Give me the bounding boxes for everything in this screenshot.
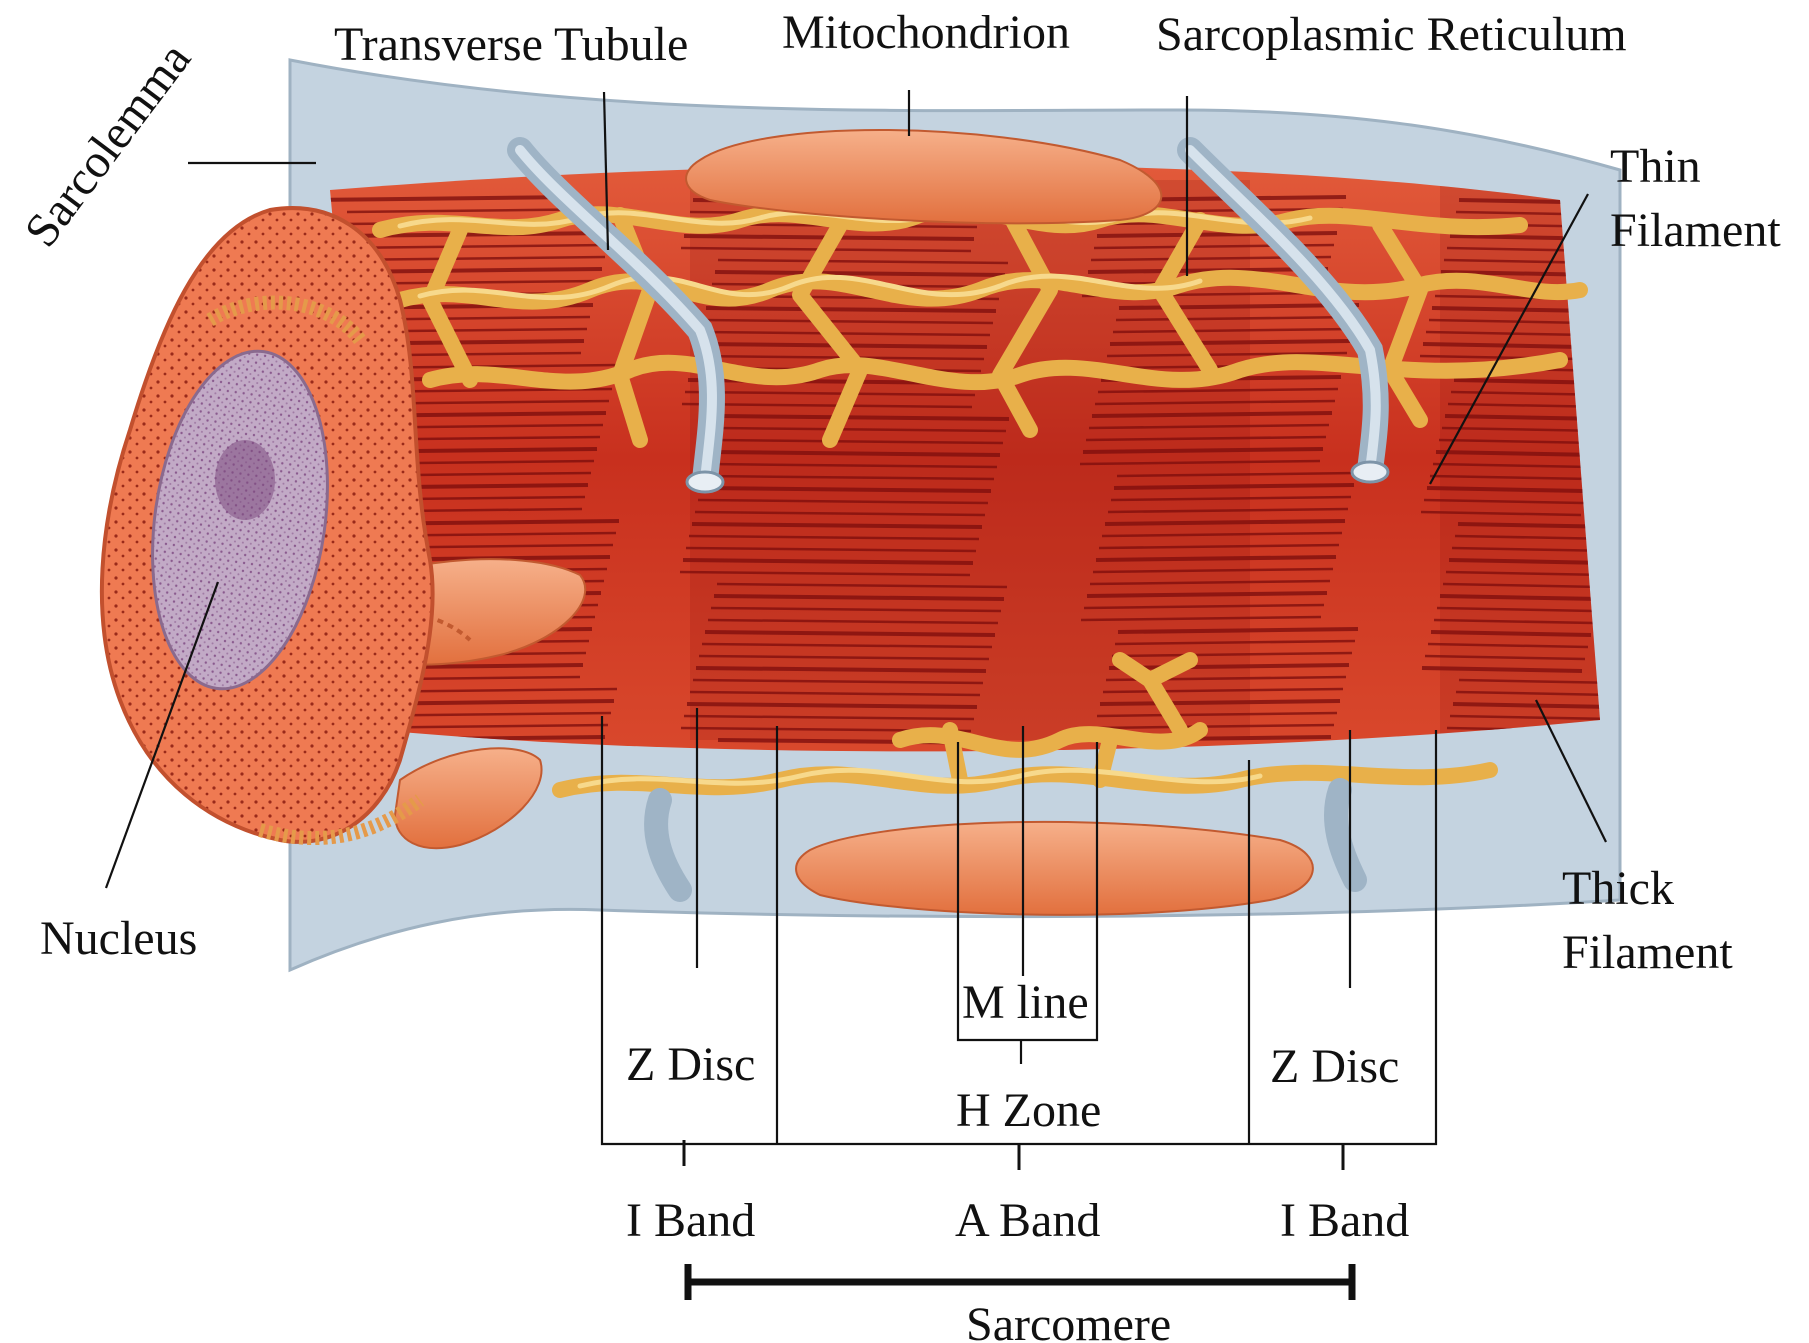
t-tubule-opening-left: [687, 472, 723, 492]
t-tubule-opening-right: [1352, 462, 1388, 482]
label-thin-filament-line1: Thin: [1610, 140, 1701, 193]
label-mitochondrion: Mitochondrion: [782, 6, 1070, 59]
label-a-band: A Band: [955, 1194, 1100, 1247]
label-sarcolemma: Sarcolemma: [14, 33, 201, 256]
label-i-band-left: I Band: [626, 1194, 755, 1247]
myofibril-bundle: [310, 165, 1619, 751]
label-thin-filament-line2: Filament: [1610, 204, 1781, 257]
label-sarcomere: Sarcomere: [966, 1298, 1171, 1343]
nucleolus: [215, 440, 275, 520]
label-nucleus: Nucleus: [40, 912, 197, 965]
label-m-line: M line: [962, 976, 1089, 1029]
label-z-disc-right: Z Disc: [1270, 1040, 1399, 1093]
label-h-zone: H Zone: [956, 1084, 1101, 1137]
label-thick-filament-line1: Thick: [1562, 862, 1674, 915]
label-transverse-tubule: Transverse Tubule: [334, 18, 688, 71]
label-z-disc-left: Z Disc: [626, 1038, 755, 1091]
label-thick-filament-line2: Filament: [1562, 926, 1733, 979]
label-i-band-right: I Band: [1280, 1194, 1409, 1247]
label-sarcoplasmic-reticulum: Sarcoplasmic Reticulum: [1156, 8, 1627, 61]
